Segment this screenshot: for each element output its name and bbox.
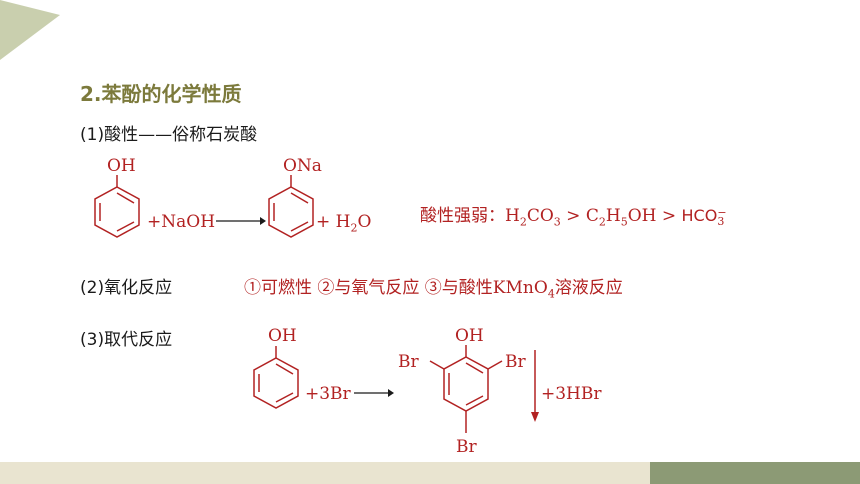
benzene-ring-phenoxide [268, 175, 314, 238]
benzene-ring-phenol [94, 175, 140, 238]
corner-decoration [0, 0, 60, 60]
naoh-reagent: +NaOH [147, 212, 216, 232]
acidity-order: 酸性强弱：H2CO3 > C2H5OH > HCO−3 [420, 205, 727, 229]
benzene-ring-phenol-2 [253, 346, 299, 409]
reaction-arrow-1 [216, 217, 266, 225]
phenol-oh-label: OH [107, 156, 136, 176]
section-heading: 2.苯酚的化学性质 [80, 82, 242, 106]
precipitate-arrow [531, 350, 539, 422]
oxidation-details: ①可燃性 ②与氧气反应 ③与酸性KMnO4溶液反应 [244, 278, 623, 301]
reaction-arrow-3 [354, 389, 394, 397]
footer-bar-dark [650, 462, 860, 484]
acidity-label: (1)酸性——俗称石炭酸 [80, 125, 258, 145]
phenoxide-ona-label: ONa [283, 156, 322, 176]
oxidation-label: (2)氧化反应 [80, 278, 173, 298]
tribromophenol-ring [429, 345, 503, 433]
substitution-label: (3)取代反应 [80, 330, 173, 350]
water-product: + H2O [316, 212, 372, 235]
footer-bar-light [0, 462, 650, 484]
br-bottom-label: Br [456, 437, 477, 457]
br-left-label: Br [398, 352, 419, 372]
hbr-byproduct: +3HBr [541, 384, 602, 404]
bromine-reagent: +3Br [305, 384, 351, 404]
br-right-label: Br [505, 352, 526, 372]
tribromophenol-oh-label: OH [455, 326, 484, 346]
phenol-oh-label-2: OH [268, 326, 297, 346]
